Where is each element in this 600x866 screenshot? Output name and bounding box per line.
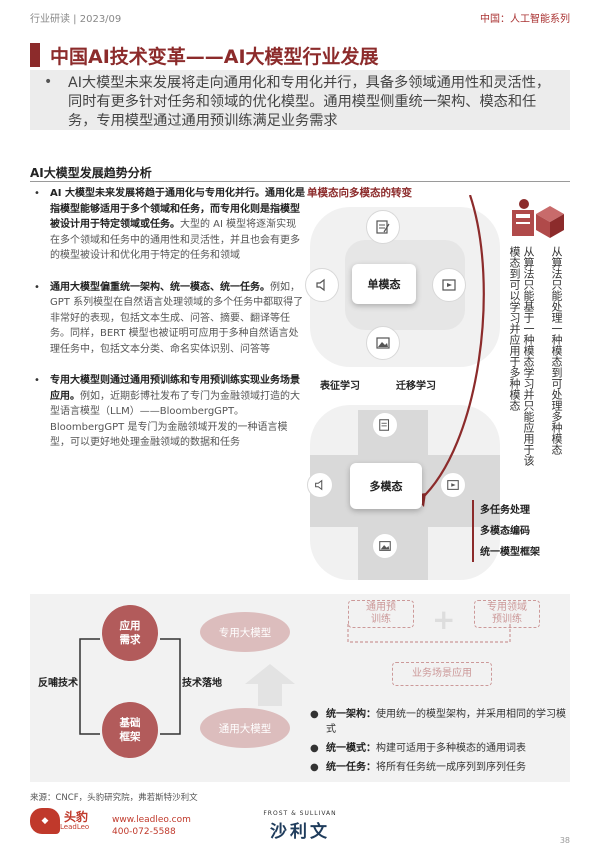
bullet-icon: • [34, 188, 40, 199]
bullet-bold: 通用大模型偏重统一架构、统一模态、统一任务。 [50, 281, 270, 293]
business-app-box: 业务场景应用 [392, 662, 492, 686]
bullet-icon: ● [310, 762, 319, 773]
summary-text: AI大模型未来发展将走向通用化和专用化并行，具备多领域通用性和灵活性，同时有更多… [68, 75, 551, 129]
bullet-item: • 专用大模型则通过通用预训练和专用预训练实现业务场景应用。例如，近期彭博社发布… [30, 373, 306, 451]
image-icon [366, 326, 400, 360]
capability-item: 多模态编码 [480, 526, 530, 537]
logo-en: LeadLeo [60, 823, 90, 831]
single-modal-hub: 单模态 [352, 264, 416, 304]
app-demand-label: 应用需求 [119, 620, 141, 646]
bullet-icon: • [34, 281, 40, 293]
audio-icon [307, 472, 333, 498]
bullet-icon: • [44, 74, 53, 90]
bullet-icon: ● [310, 709, 319, 720]
unify-item: ● 统一模式：构建可适用于多种模态的通用词表 [310, 741, 570, 756]
top-bar: 行业研读 | 2023/09 中国：人工智能系列 [0, 0, 600, 26]
source-note: 来源：CNCF，头豹研究院，弗若斯特沙利文 [30, 793, 198, 803]
bullet-list: • AI 大模型未来发展将趋于通用化与专用化并行。通用化是指模型能够适用于多个领… [30, 186, 306, 467]
bullet-bold: 专用大模型则通过通用预训练和专用预训练实现业务场景应用。 [50, 375, 300, 402]
unify-bold: 统一架构： [326, 709, 376, 720]
tech-landing-label: 技术落地 [182, 678, 222, 689]
bullet-icon: • [34, 375, 40, 386]
general-model-ellipse: 通用大模型 [200, 708, 290, 748]
unify-bold: 统一任务： [326, 762, 376, 773]
transfer-learning-label: 迁移学习 [396, 381, 436, 392]
unify-item: ● 统一任务：将所有任务统一成序列到序列任务 [310, 760, 570, 775]
bullet-item: • AI 大模型未来发展将趋于通用化与专用化并行。通用化是指模型能够适用于多个领… [30, 186, 306, 264]
vertical-note-a: 从算法只能处理一种模态到可处理多种模态 [550, 246, 563, 455]
image-icon [372, 533, 398, 559]
section-heading: AI大模型发展趋势分析 [30, 166, 152, 180]
logo-cn: 头豹 [64, 810, 89, 824]
unify-text: 将所有任务统一成序列到序列任务 [376, 762, 526, 773]
feedback-tech-label: 反哺技术 [38, 678, 78, 689]
bullet-text: 大型的 AI 模型将逐渐实现在多个领域和任务中的通用性和灵活性，并且也会有更多的… [50, 219, 300, 261]
bullet-text: 例如，GPT 系列模型在自然语言处理领域的多个任务中都取得了非常好的表现，包括文… [50, 281, 304, 355]
bullet-bold: AI 大模型未来发展将趋于通用化与专用化并行。通用化是指模型能够适用于多个领域和… [50, 188, 305, 230]
text-icon [372, 412, 398, 438]
leadleo-logo: ◆ 头豹 LeadLeo [30, 808, 89, 834]
books-icon [510, 196, 566, 244]
basic-framework-circle: 基础框架 [102, 702, 158, 758]
title-accent-bar [30, 43, 40, 67]
special-model-ellipse: 专用大模型 [200, 612, 290, 652]
unify-item: ● 统一架构：使用统一的模型架构，并采用相同的学习模式 [310, 707, 570, 737]
summary-box: • AI大模型未来发展将走向通用化和专用化并行，具备多领域通用性和灵活性，同时有… [30, 70, 570, 130]
capability-item: 多任务处理 [480, 505, 530, 516]
video-icon [432, 268, 466, 302]
lower-connectors [79, 624, 511, 735]
footer-contact: www.leadleo.com 400-072-5588 [112, 814, 191, 838]
title-bar: 中国AI技术变革——AI大模型行业发展 [30, 42, 379, 68]
footer-phone: 400-072-5588 [112, 827, 176, 837]
unify-bold: 统一模式： [326, 743, 376, 754]
header-left: 行业研读 | 2023/09 [30, 14, 122, 25]
vertical-note-b: 从算法只能基于一种模态学习并只能应用于该模态到可以学习并应用于多种模态 [508, 246, 535, 466]
plus-icon: + [432, 603, 456, 636]
video-icon [440, 472, 466, 498]
audio-icon [305, 268, 339, 302]
footer-website[interactable]: www.leadleo.com [112, 815, 191, 825]
general-pretrain-box: 通用预训练 [348, 600, 414, 628]
frost-sullivan-logo: FROST & SULLIVAN 沙利文 [245, 810, 355, 842]
diagram-background [310, 195, 500, 580]
domain-pretrain-box: 专用领域预训练 [474, 600, 540, 628]
unify-text: 使用统一的模型架构，并采用相同的学习模式 [326, 709, 566, 735]
repr-learning-label: 表征学习 [320, 381, 360, 392]
page-number: 38 [559, 836, 570, 845]
text-icon [366, 210, 400, 244]
capability-list: 多任务处理 多模态编码 统一模型框架 [480, 500, 540, 563]
bullet-text: 例如，近期彭博社发布了专门为金融领域打造的大型语言模型（LLM）——Bloomb… [50, 390, 300, 449]
diagram-title: 单模态向多模态的转变 [307, 187, 412, 199]
basic-framework-label: 基础框架 [119, 717, 141, 743]
leopard-logo-icon: ◆ [30, 808, 60, 834]
multi-modal-hub: 多模态 [350, 463, 422, 509]
bullet-icon: ● [310, 743, 319, 754]
capability-bracket [472, 500, 480, 562]
capability-item: 统一模型框架 [480, 547, 540, 558]
frost-cn: 沙利文 [270, 822, 330, 842]
page-title: 中国AI技术变革——AI大模型行业发展 [50, 45, 379, 68]
app-demand-circle: 应用需求 [102, 605, 158, 661]
bullet-item: • 通用大模型偏重统一架构、统一模态、统一任务。例如，GPT 系列模型在自然语言… [30, 280, 306, 358]
unify-text: 构建可适用于多种模态的通用词表 [376, 743, 526, 754]
header-right: 中国：人工智能系列 [480, 14, 570, 25]
unify-list: ● 统一架构：使用统一的模型架构，并采用相同的学习模式 ● 统一模式：构建可适用于多… [310, 707, 570, 779]
section-divider [30, 181, 570, 182]
frost-en: FROST & SULLIVAN [263, 810, 337, 817]
